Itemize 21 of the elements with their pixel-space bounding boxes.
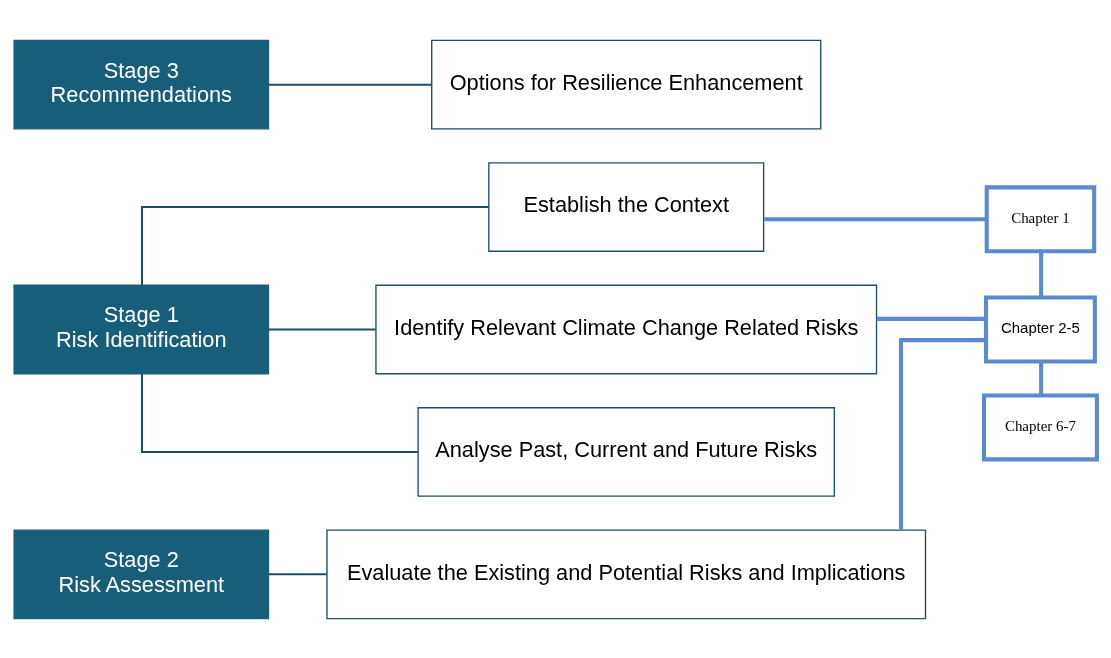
connector — [140, 205, 489, 285]
connector — [876, 316, 986, 321]
node-box: Analyse Past, Current and Future Risks — [417, 406, 836, 497]
node-box: Identify Relevant Climate Change Related Risks — [375, 284, 878, 374]
node-box: Chapter 2-5 — [984, 295, 1097, 363]
node-box: Evaluate the Existing and Potential Risks and Implications — [326, 528, 927, 619]
node-box: Options for Resilience Enhancement — [431, 39, 822, 130]
connector — [140, 373, 419, 453]
connector — [1039, 251, 1044, 297]
node-box: Establish the Context — [488, 161, 765, 252]
node-box: Chapter 6-7 — [981, 392, 1099, 461]
node-box: Stage 2 Risk Assessment — [13, 528, 270, 619]
connector — [1039, 361, 1044, 395]
connector — [898, 337, 986, 530]
connector — [268, 572, 327, 575]
connector — [764, 216, 987, 221]
node-box: Stage 1 Risk Identification — [13, 284, 270, 374]
node-box: Chapter 1 — [984, 184, 1097, 253]
connector — [268, 328, 376, 330]
node-box: Stage 3 Recommendations — [13, 39, 270, 130]
connector — [268, 83, 432, 86]
